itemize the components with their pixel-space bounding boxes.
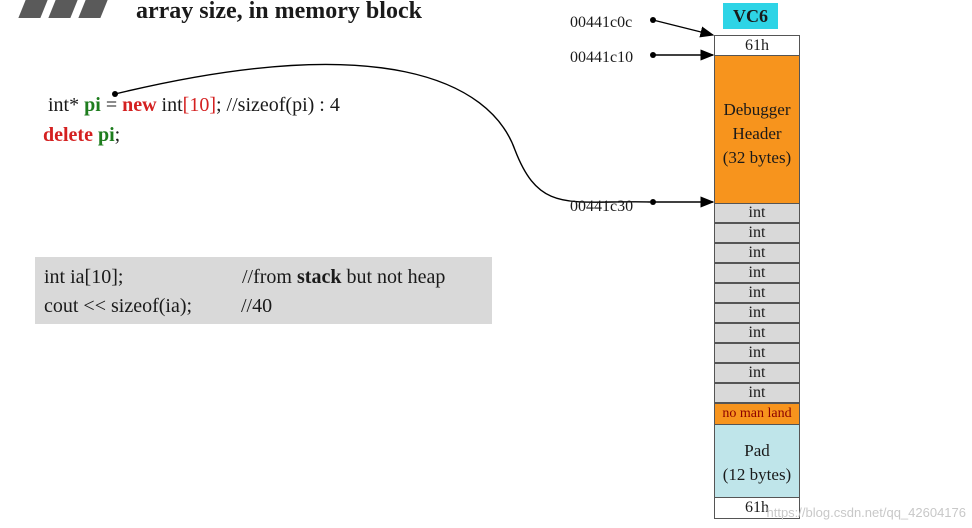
stack-code-row2: cout << sizeof(ia); [44,295,193,317]
debugger-header-line: (32 bytes) [722,148,792,167]
int-slot: int [714,303,800,323]
int-slot: int [714,203,800,223]
code-line-delete: delete pi; [43,124,120,147]
address-label: 00441c10 [570,49,634,66]
stack-comment-row2: //40 [241,295,273,317]
int-slot: int [714,223,800,243]
no-mans-land: no man land [714,403,800,425]
stack-array-code-box: int ia[10]; //from stack but not heap co… [35,257,492,324]
code-comment: ; //sizeof(pi) : 4 [216,94,340,116]
code-line-new: int* pi = new int[10]; //sizeof(pi) : 4 [48,94,340,117]
code-type: int* [48,94,85,116]
code-var-pi: pi [97,124,115,146]
code-type2: int [156,94,183,116]
code-semicolon: ; [114,124,121,146]
code-keyword-delete: delete [43,124,93,146]
debugger-header-line: Debugger [723,100,791,119]
pad-line: Pad [744,441,770,460]
int-slot: int [714,343,800,363]
int-slot: int [714,363,800,383]
stack-code-row1: int ia[10]; [44,266,124,288]
code-keyword-new: new [122,94,157,116]
addr-arrow [652,19,715,38]
comment-suffix: but not heap [341,266,446,288]
pad-block: Pad (12 bytes) [714,424,800,498]
compiler-label: VC6 [723,3,778,29]
debugger-header: Debugger Header (32 bytes) [714,55,800,204]
pointer-start-dot [112,91,118,97]
comment-prefix: //from [242,266,297,288]
cookie-top: 61h [714,35,800,56]
cookie-bottom: 61h [714,497,800,519]
comment-bold: stack [297,266,342,288]
int-slot: int [714,323,800,343]
stack-comment-row1: //from stack but not heap [242,266,445,289]
watermark: https://blog.csdn.net/qq_42604176 [766,505,967,520]
slide-title: array size, in memory block [136,0,422,24]
code-var-pi: pi [84,94,101,116]
int-slot: int [714,263,800,283]
address-label: 00441c30 [570,198,634,215]
debugger-header-line: Header [732,124,782,143]
address-label: 00441c0c [570,14,633,31]
pad-line: (12 bytes) [722,465,792,484]
code-bracket: [10] [182,94,216,116]
pointer-curve [114,63,651,203]
int-slot: int [714,383,800,403]
int-slot: int [714,283,800,303]
int-slot: int [714,243,800,263]
code-assign: = [100,94,123,116]
